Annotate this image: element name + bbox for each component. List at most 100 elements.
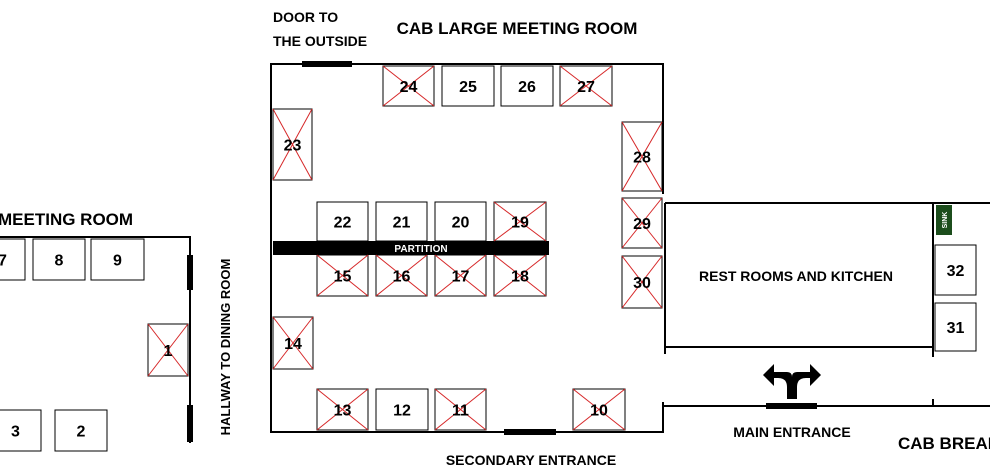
booth-box xyxy=(375,388,429,431)
booth-15[interactable]: 15 xyxy=(316,254,369,297)
booth-number: 11 xyxy=(452,403,469,420)
booth-23[interactable]: 23 xyxy=(272,108,313,181)
booth-box xyxy=(54,409,108,452)
booth-number: 29 xyxy=(633,216,651,233)
booth-number: 15 xyxy=(334,269,352,286)
booth-32[interactable]: 32 xyxy=(934,244,977,296)
booth-number: 24 xyxy=(400,79,418,96)
booth-number: 22 xyxy=(334,215,352,232)
taken-x-mark xyxy=(316,388,369,431)
booth-box xyxy=(434,201,487,242)
doors xyxy=(187,61,817,442)
booth-box xyxy=(0,238,26,281)
booth-box xyxy=(934,302,977,352)
booth-3[interactable]: 3 xyxy=(0,409,42,452)
booth-box xyxy=(500,65,554,107)
booth-number: 26 xyxy=(518,79,536,96)
booth-number: 13 xyxy=(334,403,352,420)
taken-x-mark xyxy=(572,388,626,431)
taken-x-mark xyxy=(382,65,435,107)
sink-label: SINK xyxy=(942,212,949,229)
booth-box xyxy=(375,201,428,242)
booth-number: 12 xyxy=(393,403,411,420)
taken-x-mark xyxy=(272,316,314,370)
booth-7[interactable]: 7 xyxy=(0,238,26,281)
booth-number: 3 xyxy=(11,424,20,441)
taken-x-mark xyxy=(493,254,547,297)
booth-25[interactable]: 25 xyxy=(441,65,495,107)
booth-box xyxy=(316,201,369,242)
booth-number: 27 xyxy=(577,79,595,96)
booth-26[interactable]: 26 xyxy=(500,65,554,107)
booth-number: 28 xyxy=(633,150,651,167)
booth-number: 7 xyxy=(0,253,7,270)
taken-x-mark xyxy=(147,323,189,377)
partition: PARTITION xyxy=(273,241,549,255)
booth-18[interactable]: 18 xyxy=(493,254,547,297)
taken-x-mark xyxy=(434,388,487,431)
booth-box xyxy=(441,65,495,107)
two-way-arrow-icon xyxy=(763,364,821,399)
booth-9[interactable]: 9 xyxy=(90,238,145,281)
large-room-title: CAB LARGE MEETING ROOM xyxy=(397,19,638,38)
booth-20[interactable]: 20 xyxy=(434,201,487,242)
taken-x-mark xyxy=(621,197,663,249)
booth-number: 30 xyxy=(633,275,651,292)
taken-x-mark xyxy=(316,254,369,297)
booth-8[interactable]: 8 xyxy=(32,238,86,281)
booth-number: 2 xyxy=(77,424,86,441)
booth-box xyxy=(934,244,977,296)
door-outside-label-line2: THE OUTSIDE xyxy=(273,33,367,49)
sink: SINK xyxy=(936,205,952,235)
booth-24[interactable]: 24 xyxy=(382,65,435,107)
taken-x-mark xyxy=(621,121,663,192)
booth-number: 32 xyxy=(947,263,965,280)
booth-22[interactable]: 22 xyxy=(316,201,369,242)
booth-number: 19 xyxy=(511,215,529,232)
booth-number: 1 xyxy=(164,343,173,360)
taken-x-mark xyxy=(621,255,663,309)
booth-27[interactable]: 27 xyxy=(559,65,613,107)
booth-number: 21 xyxy=(393,215,411,232)
taken-x-mark xyxy=(559,65,613,107)
booth-number: 18 xyxy=(511,269,529,286)
booth-21[interactable]: 21 xyxy=(375,201,428,242)
booth-13[interactable]: 13 xyxy=(316,388,369,431)
booth-number: 10 xyxy=(590,403,608,420)
door-outside-label-line1: DOOR TO xyxy=(273,9,338,25)
taken-x-mark xyxy=(493,201,547,242)
small-room-title: MEETING ROOM xyxy=(0,210,133,229)
booth-box xyxy=(32,238,86,281)
booth-29[interactable]: 29 xyxy=(621,197,663,249)
booth-number: 23 xyxy=(284,138,302,155)
booth-14[interactable]: 14 xyxy=(272,316,314,370)
booth-number: 31 xyxy=(947,320,965,337)
cab-break-label: CAB BREAK xyxy=(898,434,990,453)
booth-number: 14 xyxy=(284,336,302,353)
labels: DOOR TO THE OUTSIDE CAB LARGE MEETING RO… xyxy=(0,9,990,468)
booth-1[interactable]: 1 xyxy=(147,323,189,377)
booth-number: 8 xyxy=(55,253,64,270)
booth-30[interactable]: 30 xyxy=(621,255,663,309)
booth-10[interactable]: 10 xyxy=(572,388,626,431)
booth-box xyxy=(0,409,42,452)
booth-28[interactable]: 28 xyxy=(621,121,663,192)
booth-number: 17 xyxy=(452,269,470,286)
booth-16[interactable]: 16 xyxy=(375,254,428,297)
taken-x-mark xyxy=(434,254,487,297)
booth-number: 20 xyxy=(452,215,470,232)
restrooms-label: REST ROOMS AND KITCHEN xyxy=(699,268,893,284)
restroom-walls xyxy=(664,202,990,407)
hallway-label: HALLWAY TO DINING ROOM xyxy=(218,259,233,436)
partition-label: PARTITION xyxy=(394,244,447,255)
booth-19[interactable]: 19 xyxy=(493,201,547,242)
booth-17[interactable]: 17 xyxy=(434,254,487,297)
secondary-entrance-label: SECONDARY ENTRANCE xyxy=(446,452,616,468)
booth-2[interactable]: 2 xyxy=(54,409,108,452)
main-entrance-label: MAIN ENTRANCE xyxy=(733,424,850,440)
booth-12[interactable]: 12 xyxy=(375,388,429,431)
booth-11[interactable]: 11 xyxy=(434,388,487,431)
taken-x-mark xyxy=(272,108,313,181)
booth-31[interactable]: 31 xyxy=(934,302,977,352)
